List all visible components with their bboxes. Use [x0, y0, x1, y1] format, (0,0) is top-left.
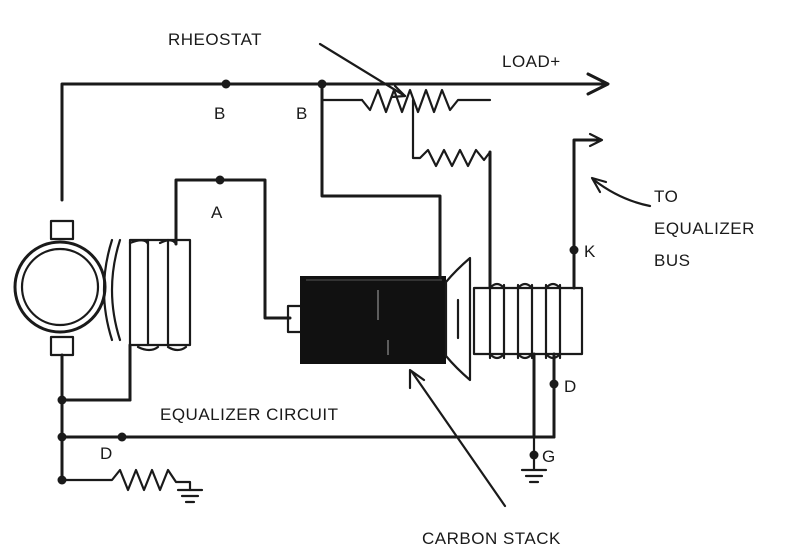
d-left-label: D — [100, 444, 113, 463]
carbon-stack-leader — [408, 368, 507, 508]
rheostat — [318, 42, 492, 168]
rheostat-label: RHEOSTAT — [168, 30, 262, 49]
a-label: A — [211, 203, 223, 222]
d-right-label: D — [564, 377, 577, 396]
wire-a — [128, 175, 292, 402]
equalizer-bus-wire — [569, 132, 652, 290]
b-right-label: B — [296, 104, 308, 123]
to-equalizer-label-1: TO — [654, 187, 678, 206]
ground-resistor — [57, 468, 204, 504]
b-left-label: B — [214, 104, 226, 123]
equalizer-circuit-line — [57, 353, 556, 482]
to-equalizer-label-2: EQUALIZER — [654, 219, 755, 238]
equalizer-coil — [472, 150, 584, 360]
g-label: G — [542, 447, 556, 466]
field-coil — [102, 238, 192, 352]
load-bus — [60, 72, 610, 202]
load-label: LOAD+ — [502, 52, 561, 71]
carbon-stack-label: CARBON STACK — [422, 529, 561, 548]
wire-d-g — [520, 352, 559, 484]
generator — [13, 219, 107, 357]
wire-b-right — [320, 82, 442, 280]
to-equalizer-label-3: BUS — [654, 251, 690, 270]
k-label: K — [584, 242, 596, 261]
carbon-stack — [286, 256, 472, 382]
equalizer-circuit-label: EQUALIZER CIRCUIT — [160, 405, 339, 424]
